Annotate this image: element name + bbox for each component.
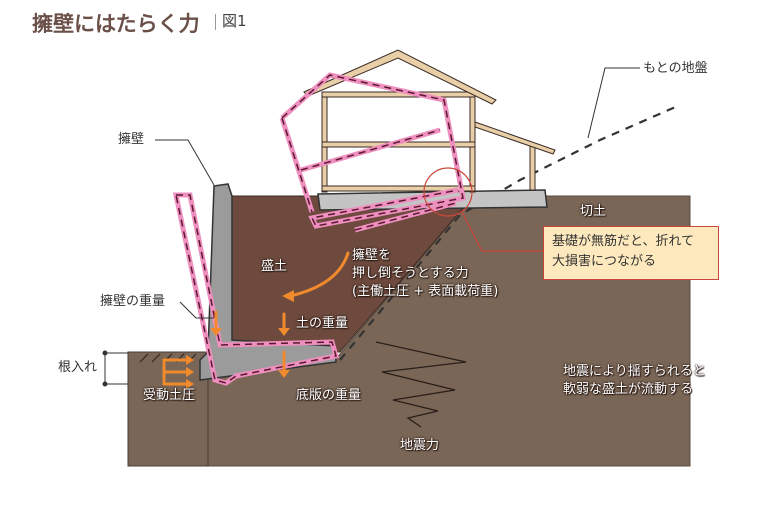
soil-weight-label: 土の重量: [296, 316, 349, 331]
ground-leader: [587, 67, 640, 139]
earthquake-note-line2: 軟弱な盛土が流動する: [563, 382, 694, 397]
seismic-zigzag: [375, 341, 467, 428]
force-arrows: [162, 251, 350, 386]
wall-weight-label: 擁壁の重量: [100, 294, 166, 309]
displaced-house-outline: [279, 72, 466, 233]
page-title: 擁壁にはたらく力: [32, 12, 200, 36]
embedment-dimension: [102, 350, 128, 387]
active-force-line2: 押し倒そうとする力: [352, 266, 469, 281]
embedment-label: 根入れ: [58, 360, 98, 375]
wall-leader: [155, 139, 215, 186]
title-divider: [215, 14, 216, 30]
earthquake-note-line1: 地震により揺すられると: [563, 364, 706, 379]
active-force-line1: 擁壁を: [352, 248, 392, 263]
callout-leader: [461, 211, 543, 252]
wall-weight-leader: [179, 301, 214, 319]
cut-soil-label: 切土: [580, 204, 607, 219]
original-ground-line: [339, 103, 681, 361]
retaining-wall-label: 擁壁: [118, 132, 145, 147]
callout-line2: 大損害につながる: [552, 253, 657, 269]
base-slab-weight-label: 底版の重量: [296, 388, 362, 403]
figure-label: 図1: [222, 12, 247, 30]
original-ground-label: もとの地盤: [643, 61, 708, 76]
callout-line1: 基礎が無筋だと、折れて: [552, 234, 695, 249]
seismic-force-label: 地震力: [400, 438, 440, 453]
damage-circle: [423, 167, 473, 217]
house-frame: [303, 49, 556, 193]
fill-soil-label: 盛土: [261, 259, 288, 274]
active-force-line3: (主働土圧 + 表面載荷重): [352, 284, 499, 299]
foundation-damage-callout: 基礎が無筋だと、折れて 大損害につながる: [543, 226, 719, 280]
passive-pressure-label: 受動土圧: [143, 388, 196, 403]
